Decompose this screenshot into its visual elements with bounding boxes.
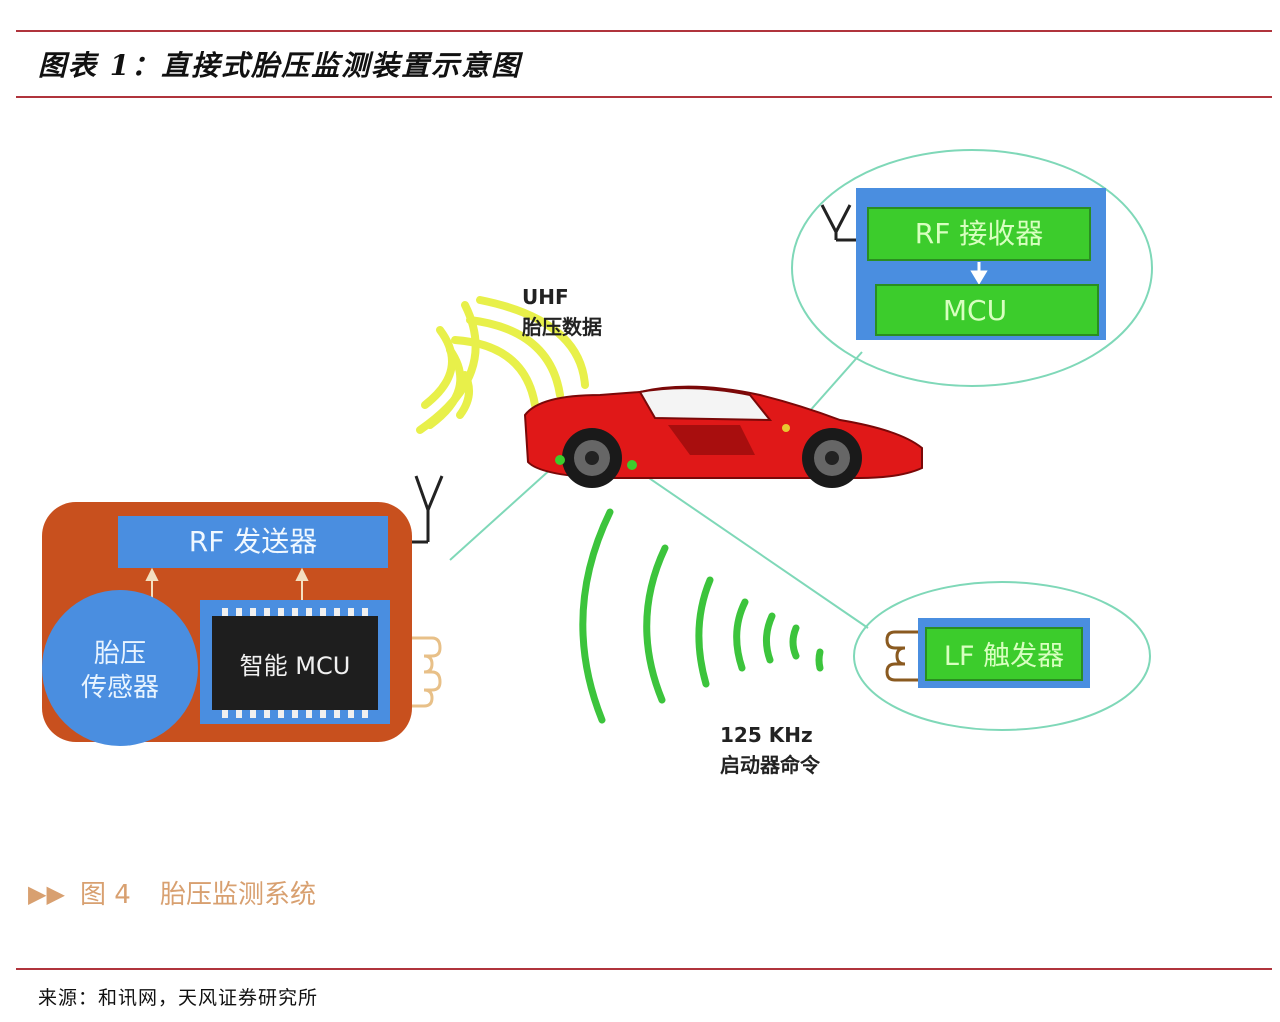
caption-number: 图 4 — [80, 880, 131, 910]
receiver-antenna-icon — [820, 204, 856, 242]
lf-sublabel: 启动器命令 — [720, 753, 821, 777]
pressure-sensor — [42, 590, 198, 746]
mcu-label: 智能 MCU — [240, 652, 351, 680]
trigger-callout — [853, 581, 1151, 731]
uhf-sublabel: 胎压数据 — [521, 315, 602, 339]
rf-receiver-label: RF 接收器 — [915, 217, 1043, 250]
receiver-mcu-label: MCU — [943, 294, 1007, 327]
lf-label: 125 KHz — [720, 723, 813, 747]
transmitter-coil-icon — [412, 636, 442, 708]
uhf-label: UHF — [522, 285, 569, 309]
receiver-mcu-box — [875, 284, 1099, 336]
caption-text: 胎压监测系统 — [160, 880, 316, 910]
top-rule — [16, 30, 1272, 32]
receiver-callout — [791, 149, 1153, 387]
car-illustration — [523, 385, 923, 488]
figure-title: 图表 1：直接式胎压监测装置示意图 — [38, 49, 522, 82]
footer-rule — [16, 968, 1272, 970]
rf-sender-box — [118, 516, 388, 568]
uhf-waves — [416, 296, 589, 434]
lf-trigger-box — [925, 627, 1083, 681]
source-note: 来源：和讯网，天风证券研究所 — [38, 987, 319, 1009]
up-arrow-icon — [145, 567, 309, 600]
sensor-dot-icon — [555, 455, 565, 465]
lf-trigger-label: LF 触发器 — [944, 641, 1064, 672]
mcu-chip-icon — [212, 616, 378, 710]
caption-marker: ▶▶ — [28, 880, 65, 908]
rf-sender-label: RF 发送器 — [189, 525, 317, 558]
chip-pins-icon — [222, 608, 368, 718]
trigger-coil-icon — [885, 630, 920, 682]
lf-waves — [579, 508, 824, 724]
rf-receiver-box — [867, 207, 1091, 261]
receiver-arrow-icon — [970, 262, 988, 285]
transmitter-antenna-icon — [412, 475, 444, 544]
sensor-label-line1: 胎压 — [94, 639, 146, 669]
title-rule — [16, 96, 1272, 98]
sensor-label-line2: 传感器 — [81, 673, 159, 703]
